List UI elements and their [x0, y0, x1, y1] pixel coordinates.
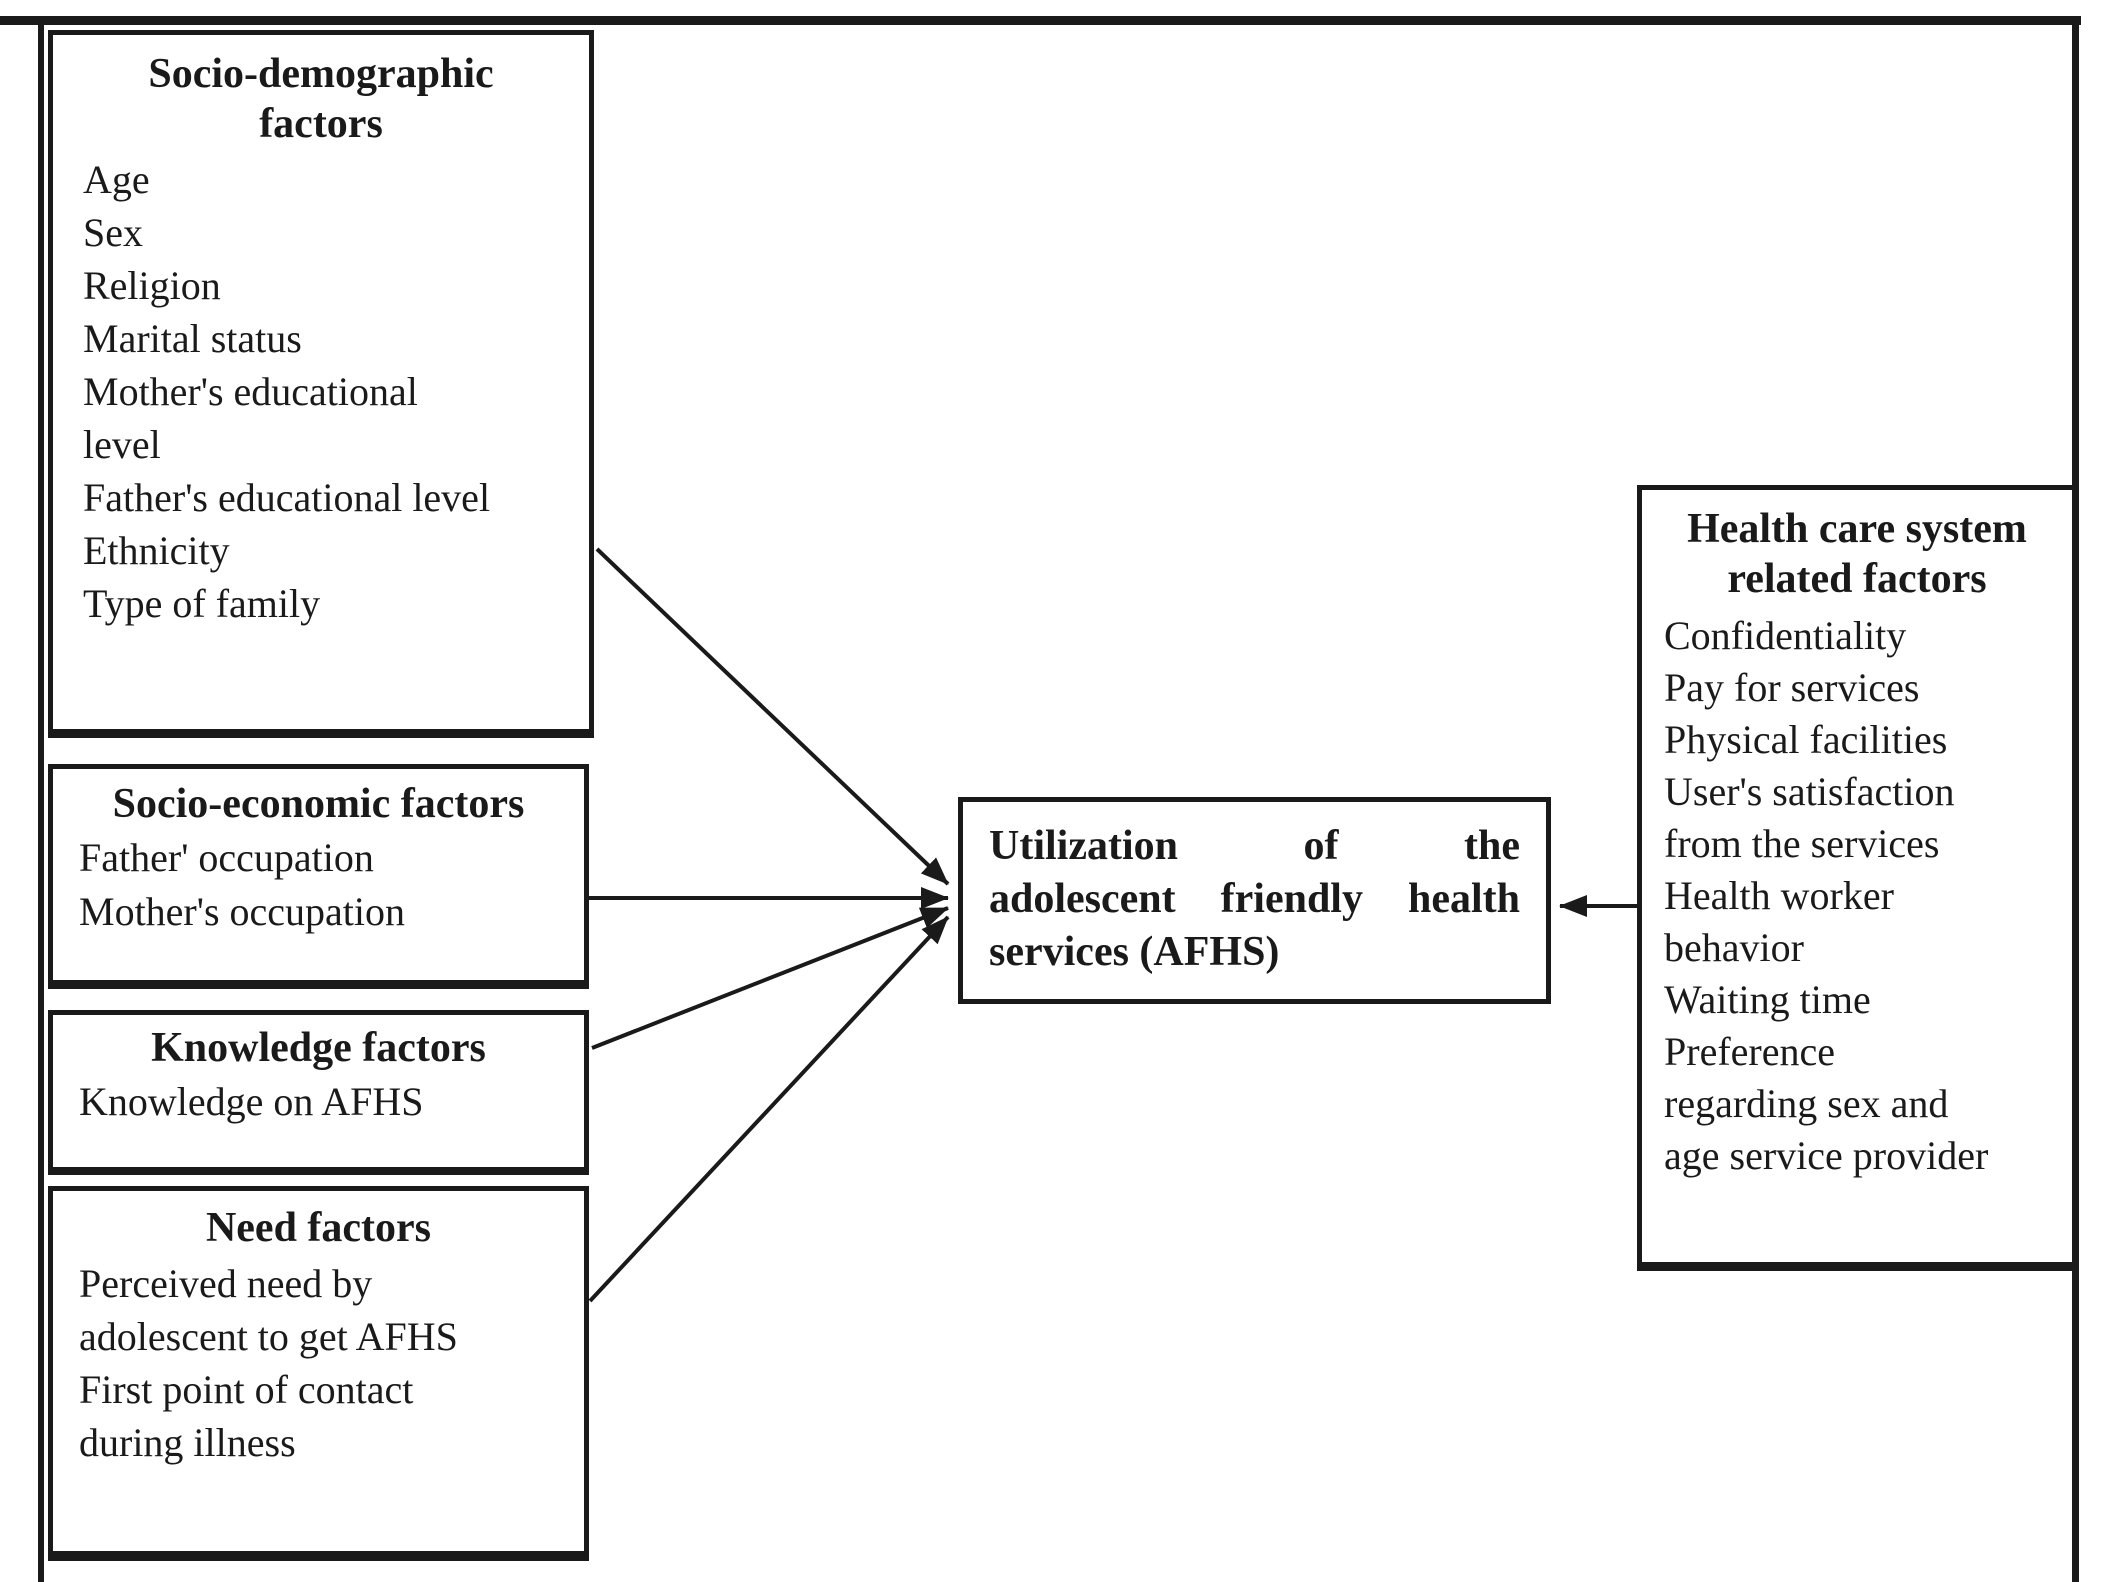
list-item: Knowledge on AFHS	[79, 1079, 424, 1124]
list-item: adolescent to get AFHS	[79, 1314, 458, 1359]
list-item: Waiting time	[1664, 977, 1871, 1022]
utilization-afhs-box: Utilization of the adolescent friendly h…	[958, 797, 1551, 1004]
knowledge-factors-box: Knowledge factors Knowledge on AFHS	[48, 1010, 589, 1175]
figure-frame-left	[38, 16, 44, 1582]
arrow-socio-demographic-to-utilization	[595, 547, 950, 886]
list-item: from the services	[1664, 821, 1940, 866]
list-item: Age	[83, 157, 150, 202]
need-items: Perceived need by adolescent to get AFHS…	[53, 1253, 584, 1469]
need-title: Need factors	[205, 1205, 432, 1251]
list-item: Physical facilities	[1664, 717, 1948, 762]
utilization-line: adolescent friendly health	[989, 876, 1520, 922]
list-item: regarding sex and	[1664, 1081, 1949, 1126]
socio-demographic-factors-box: Socio-demographic factors Age Sex Religi…	[48, 30, 594, 738]
socio-economic-title: Socio-economic factors	[112, 781, 525, 827]
utilization-line: Utilization of the	[989, 823, 1520, 869]
socio-demographic-items: Age Sex Religion Marital status Mother's…	[53, 149, 589, 630]
list-item: level	[83, 422, 161, 467]
knowledge-items: Knowledge on AFHS	[53, 1073, 584, 1129]
list-item: age service provider	[1664, 1133, 1989, 1178]
utilization-line: services (AFHS)	[989, 929, 1280, 975]
utilization-text: Utilization of the adolescent friendly h…	[963, 802, 1546, 979]
list-item: Preference	[1664, 1029, 1835, 1074]
health-care-system-items: Confidentiality Pay for services Physica…	[1642, 604, 2072, 1182]
health-care-system-title: Health care system related factors	[1687, 506, 2027, 602]
need-factors-box: Need factors Perceived need by adolescen…	[48, 1186, 589, 1561]
list-item: Pay for services	[1664, 665, 1920, 710]
socio-economic-factors-box: Socio-economic factors Father' occupatio…	[48, 764, 589, 989]
arrow-knowledge-to-utilization	[591, 906, 949, 1050]
socio-economic-items: Father' occupation Mother's occupation	[53, 829, 584, 939]
list-item: Sex	[83, 210, 143, 255]
list-item: Religion	[83, 263, 221, 308]
list-item: Father's educational level	[83, 475, 491, 520]
socio-demographic-title: Socio-demographic factors	[148, 51, 494, 147]
list-item: Perceived need by	[79, 1261, 373, 1306]
list-item: Father' occupation	[79, 835, 374, 880]
list-item: User's satisfaction	[1664, 769, 1955, 814]
list-item: during illness	[79, 1420, 296, 1465]
list-item: First point of contact	[79, 1367, 414, 1412]
list-item: Marital status	[83, 316, 302, 361]
list-item: Ethnicity	[83, 528, 230, 573]
health-care-system-factors-box: Health care system related factors Confi…	[1637, 485, 2077, 1271]
list-item: Type of family	[83, 581, 321, 626]
list-item: Mother's occupation	[79, 889, 406, 934]
knowledge-title: Knowledge factors	[151, 1025, 486, 1071]
arrow-need-to-utilization	[588, 915, 950, 1303]
figure-frame-top	[0, 16, 2081, 25]
list-item: Health worker	[1664, 873, 1894, 918]
list-item: behavior	[1664, 925, 1804, 970]
list-item: Confidentiality	[1664, 613, 1907, 658]
list-item: Mother's educational	[83, 369, 418, 414]
